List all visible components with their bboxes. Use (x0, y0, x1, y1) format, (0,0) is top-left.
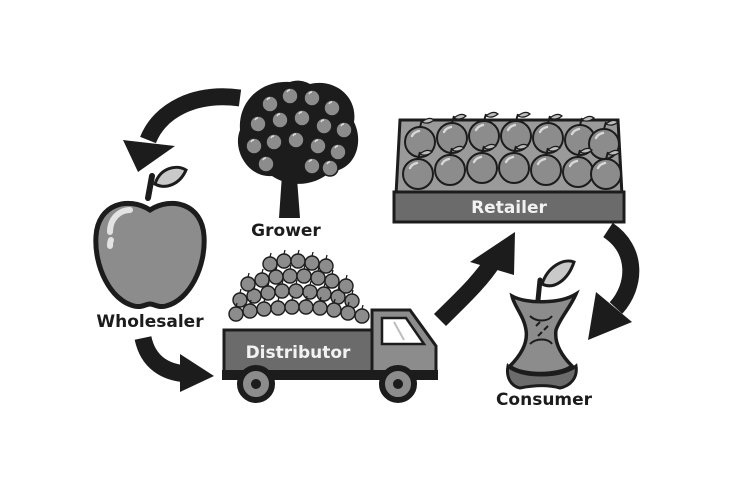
wholesaler-label: Wholesaler (96, 312, 204, 332)
consumer-label: Consumer (496, 390, 593, 410)
arrow-retailer-to-consumer (588, 222, 640, 340)
grower-label: Grower (251, 221, 321, 241)
tree-icon (237, 80, 359, 218)
arrow-wholesaler-to-distributor (134, 335, 214, 392)
arrow-distributor-to-retailer (433, 232, 515, 327)
crate-icon (392, 111, 626, 224)
distributor-label: Distributor (246, 343, 351, 363)
arrow-grower-to-wholesaler (123, 88, 242, 172)
retailer-label: Retailer (471, 198, 547, 218)
apple-icon (93, 165, 207, 310)
truck-icon (222, 249, 438, 403)
apple-core-icon (506, 259, 580, 390)
